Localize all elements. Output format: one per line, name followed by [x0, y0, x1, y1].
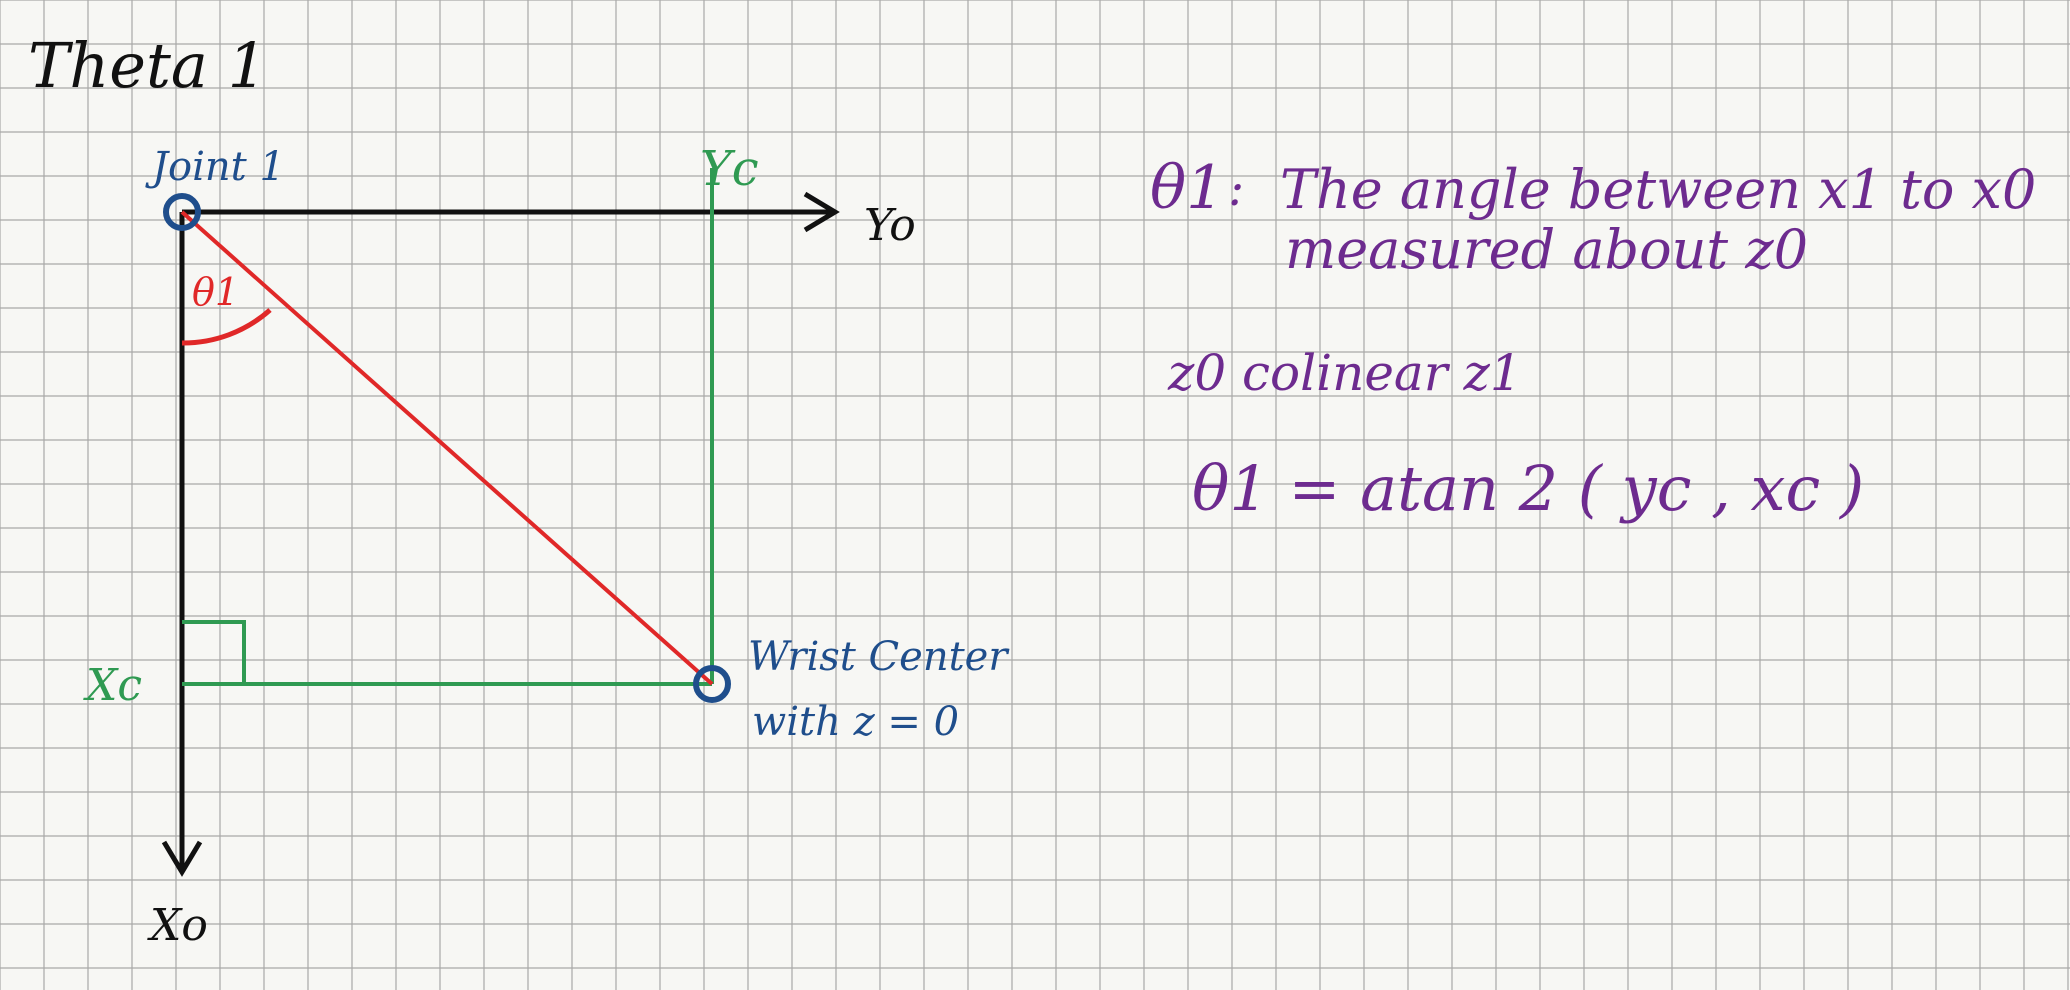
theta-angle-arc	[181, 308, 272, 346]
wrist-center-label-line1: Wrist Center	[748, 634, 1010, 680]
joint-1-marker	[163, 193, 201, 231]
wrist-center-marker	[693, 665, 731, 703]
joint-1-label: Joint 1	[145, 144, 285, 190]
wrist-center-label-line2: with z = 0	[752, 699, 959, 745]
theta-angle-label: θ1	[192, 270, 239, 314]
definition-theta-symbol: θ1	[1150, 153, 1224, 223]
definition-colon: :	[1228, 161, 1244, 217]
definition-line-2: measured about z0	[1285, 218, 1808, 281]
yc-label: Yc	[700, 141, 759, 197]
theta-formula: θ1 = atan 2 ( yc , xc )	[1192, 452, 1864, 525]
y0-axis-label: Yo	[864, 200, 916, 251]
right-angle-marker	[182, 620, 246, 684]
x0-arrowhead	[161, 840, 203, 877]
colinear-note: z0 colinear z1	[1167, 344, 1522, 402]
xc-label: Xc	[83, 660, 142, 711]
diagram-title: Theta 1	[28, 29, 267, 102]
wrist-vector-line	[180, 210, 714, 686]
y0-arrowhead	[803, 191, 840, 233]
definition-line-1: The angle between x1 to x0	[1280, 158, 2036, 221]
x0-axis-label: Xo	[147, 900, 208, 951]
